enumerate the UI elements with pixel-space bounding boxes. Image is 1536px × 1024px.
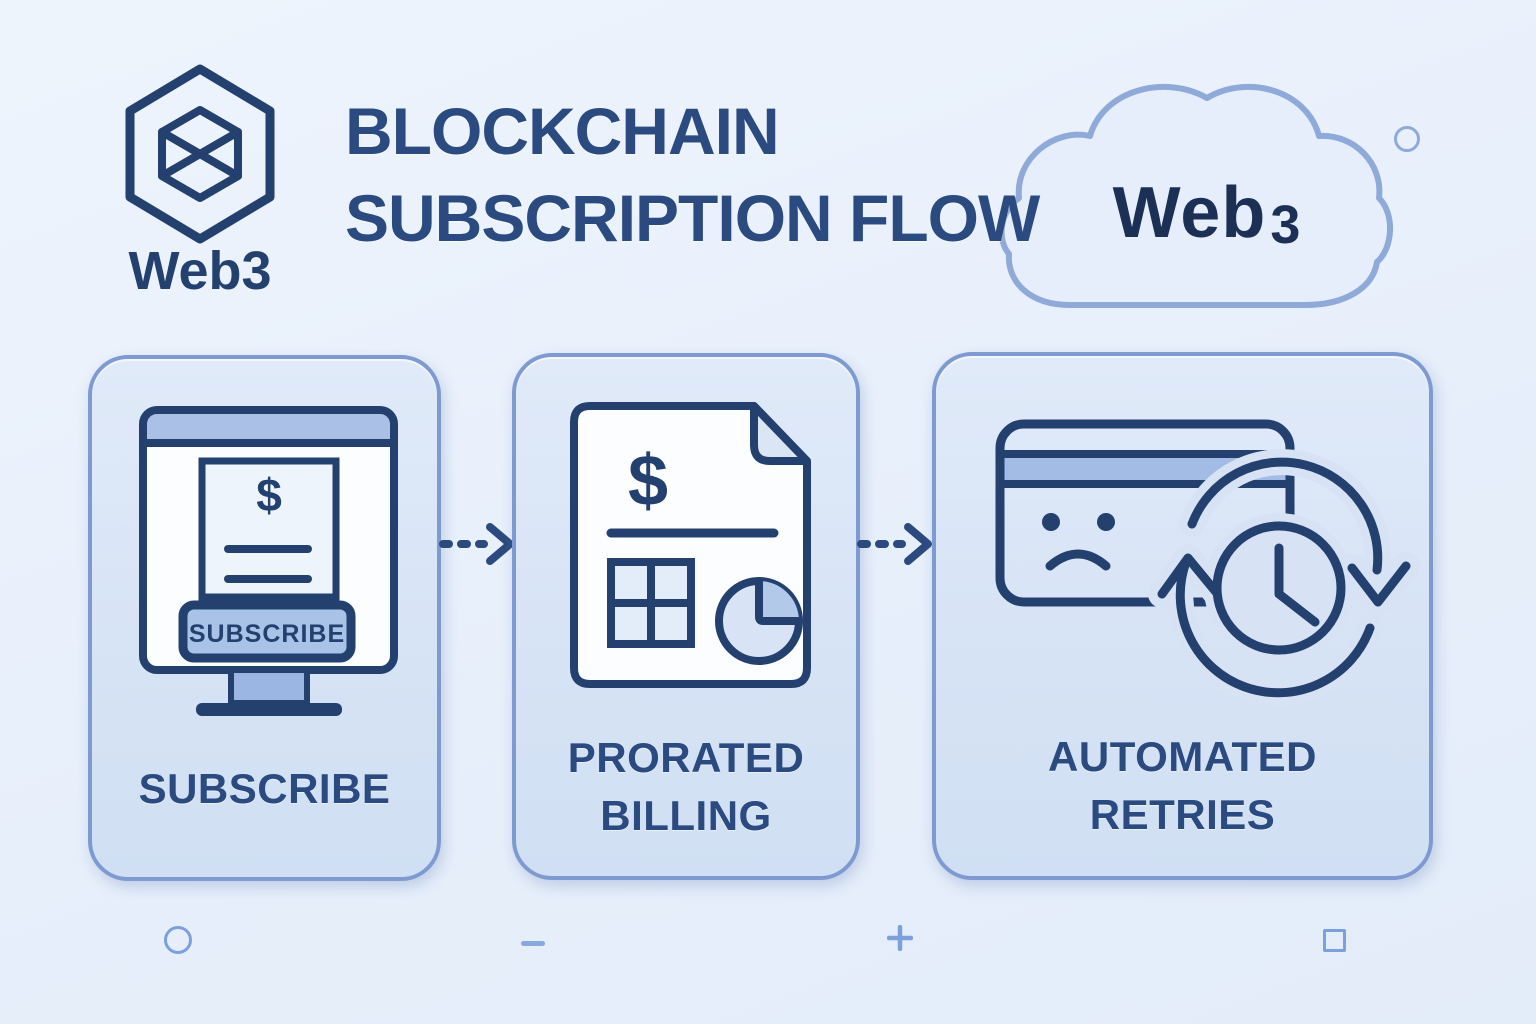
decoration-plus-icon (887, 925, 913, 951)
dollar-sign-icon: $ (628, 441, 668, 521)
step-label-automated-retries: AUTOMATED RETRIES (936, 716, 1429, 856)
decoration-dash-icon (521, 941, 545, 946)
hexagon-cube-icon (125, 64, 275, 244)
step-label-line1: AUTOMATED (1048, 733, 1317, 780)
brand-logo-text: Web3 (128, 241, 272, 301)
monitor-base (196, 703, 342, 716)
cloud-brand-text: Web3 (995, 172, 1415, 255)
page-title-line2: SUBSCRIPTION FLOW (345, 181, 1040, 255)
page-title: BLOCKCHAIN SUBSCRIPTION FLOW (345, 88, 1040, 262)
cloud-brand-prefix: Web (1112, 173, 1267, 253)
step-label-line1: SUBSCRIBE (138, 765, 391, 812)
step-label-line2: RETRIES (1089, 791, 1276, 838)
step-label-subscribe: SUBSCRIBE (92, 719, 437, 859)
flow-step-automated-retries: AUTOMATED RETRIES (932, 352, 1433, 880)
pie-chart-icon (715, 577, 803, 665)
step-label-line1: PRORATED (567, 734, 805, 781)
decoration-circle-icon (1394, 126, 1420, 152)
sad-face-icon (1042, 513, 1115, 571)
folded-corner (750, 402, 811, 465)
step-label-prorated-billing: PRORATED BILLING (516, 717, 856, 857)
monitor-stand (228, 667, 310, 706)
retry-clock-icon (1157, 457, 1411, 698)
illustrated-subscribe-button-label: SUBSCRIBE (189, 620, 345, 648)
dashed-arrow-icon (857, 523, 932, 565)
cloud-icon (998, 83, 1394, 308)
decoration-circle-icon (164, 926, 192, 954)
flow-step-subscribe: $ SUBSCRIBE SUBSCRIBE (88, 355, 441, 881)
clock-hands (1274, 543, 1320, 627)
dashed-arrow-icon (439, 523, 514, 565)
dollar-sign-icon: $ (256, 469, 282, 521)
illustrated-subscribe-button (178, 600, 356, 663)
invoice-pie-document-icon: $ (570, 402, 811, 688)
step-label-line2: BILLING (600, 792, 772, 839)
page-title-line1: BLOCKCHAIN (345, 94, 780, 168)
flow-step-prorated-billing: $ PRORATED BILLING (512, 353, 860, 880)
cloud-brand-suffix: 3 (1270, 195, 1302, 255)
monitor-checkout-icon: $ SUBSCRIBE (139, 406, 398, 716)
decoration-square-icon (1323, 929, 1346, 952)
card-retry-clock-icon (995, 419, 1420, 706)
table-grid-icon (607, 558, 695, 648)
